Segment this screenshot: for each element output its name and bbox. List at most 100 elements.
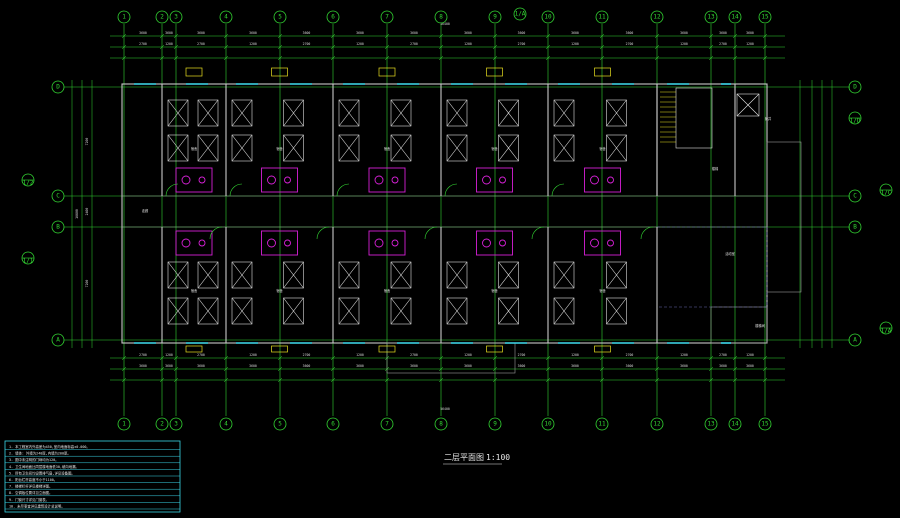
dim-tick (708, 355, 714, 361)
dim-text-top: 3600 (626, 31, 634, 35)
bed (167, 134, 189, 162)
bed-diag (498, 134, 519, 162)
axis-bubble-bottom: 4 (219, 417, 233, 431)
dim-tick (708, 55, 714, 61)
bed-diag (338, 297, 360, 325)
dim-tick (545, 366, 551, 372)
door-swing (531, 226, 545, 240)
room-label: 宿舍 (191, 146, 198, 151)
bed-diag (553, 99, 575, 127)
dim-text-bottom: 3600 (626, 364, 634, 368)
axis-bubble-label: B (56, 224, 60, 231)
dim-tick (732, 366, 738, 372)
axis-bubble-bottom: 11 (595, 417, 609, 431)
door-swing (444, 183, 458, 197)
dim-text-bottom: 3600 (518, 364, 526, 368)
shaft-x (736, 93, 760, 117)
axis-bubble-bottom: 14 (728, 417, 742, 431)
bed (390, 99, 412, 127)
dim-tick (330, 377, 336, 383)
bed-diag (553, 134, 575, 162)
room-label: 管井 (765, 116, 771, 121)
room-label: 活动室 (725, 251, 735, 256)
dim-text-bottom: 3600 (719, 364, 727, 368)
shaft (736, 93, 760, 117)
bed (231, 134, 253, 162)
dim-tick (173, 377, 179, 383)
axis-bubble-label: 9 (493, 421, 497, 428)
dim-text-top: 3600 (680, 31, 688, 35)
note-line: 4. 卫生间地面比同层楼地面低30,坡向地漏。 (9, 464, 79, 469)
bed-diag (338, 261, 360, 289)
dim-text-bottom: 1200 (165, 353, 173, 357)
dim-text-top: 3600 (746, 31, 754, 35)
dim-tick (121, 355, 127, 361)
window-tag (594, 345, 611, 353)
bed (606, 134, 627, 162)
room-label: 楼梯 (712, 166, 719, 171)
dim-text-bottom: 2700 (303, 353, 311, 357)
bathroom (175, 230, 213, 256)
axis-bubble-label: 9 (493, 14, 497, 21)
bed (167, 99, 189, 127)
bed (197, 99, 219, 127)
bed-diag (338, 99, 360, 127)
bathroom (261, 167, 298, 193)
axis-bubble-label: 7 (385, 421, 389, 428)
dim-tick (492, 355, 498, 361)
dim-tick (762, 44, 768, 50)
axis-bubble-bottom: 3 (169, 417, 183, 431)
dim-tick (121, 366, 127, 372)
dim-text-top: 2700 (518, 42, 526, 46)
dim-text-top: 1200 (746, 42, 754, 46)
dim-text-bottom: 2700 (719, 353, 727, 357)
bed (231, 297, 253, 325)
basin (284, 176, 291, 184)
room-label: 宿舍 (276, 146, 283, 151)
bed-diag (197, 297, 219, 325)
dim-text-bottom: 3600 (197, 364, 205, 368)
door-swing (229, 183, 243, 197)
axis-bubble-label: 14 (731, 14, 739, 21)
bed (338, 261, 360, 289)
bed-diag (390, 261, 412, 289)
bed (167, 297, 189, 325)
dim-text-bottom: 3600 (410, 364, 418, 368)
dim-tick (438, 55, 444, 61)
dim-text-top: 1200 (165, 42, 173, 46)
axis-bubble-top: 11 (595, 10, 609, 24)
window-tag (185, 67, 203, 77)
axis-bubble-label: C (56, 193, 60, 200)
dim-tick (330, 33, 336, 39)
axis-bubble-label: 4 (224, 421, 228, 428)
bed (446, 134, 468, 162)
bathroom (584, 167, 621, 193)
bed-diag (606, 297, 627, 325)
bed-diag (446, 261, 468, 289)
axis-bubble-row: C (848, 189, 862, 203)
door-swing (640, 226, 654, 240)
dim-tick (438, 33, 444, 39)
axis-bubble-top: 1/A (513, 7, 527, 21)
room-label: 走廊 (142, 208, 149, 213)
section-marker: 1/D (848, 111, 862, 125)
bed-diag (606, 99, 627, 127)
bed (283, 261, 304, 289)
axis-bubble-bottom: 1 (117, 417, 131, 431)
bed-diag (283, 134, 304, 162)
room-label: 宿舍 (491, 288, 498, 293)
bed-diag (231, 261, 253, 289)
axis-bubble-bottom: 8 (434, 417, 448, 431)
window-tag (271, 345, 288, 353)
bed (390, 261, 412, 289)
axis-bubble-row: A (51, 333, 65, 347)
basin (391, 239, 399, 247)
dim-text-bottom: 3600 (165, 364, 173, 368)
dim-text-bottom: 2700 (410, 353, 418, 357)
axis-bubble-label: D (853, 84, 857, 91)
room-label: 楼梯间 (755, 323, 765, 328)
dim-text-bottom: 3600 (356, 364, 364, 368)
dim-tick (121, 377, 127, 383)
bed (197, 297, 219, 325)
axis-bubble-label: 14 (731, 421, 739, 428)
